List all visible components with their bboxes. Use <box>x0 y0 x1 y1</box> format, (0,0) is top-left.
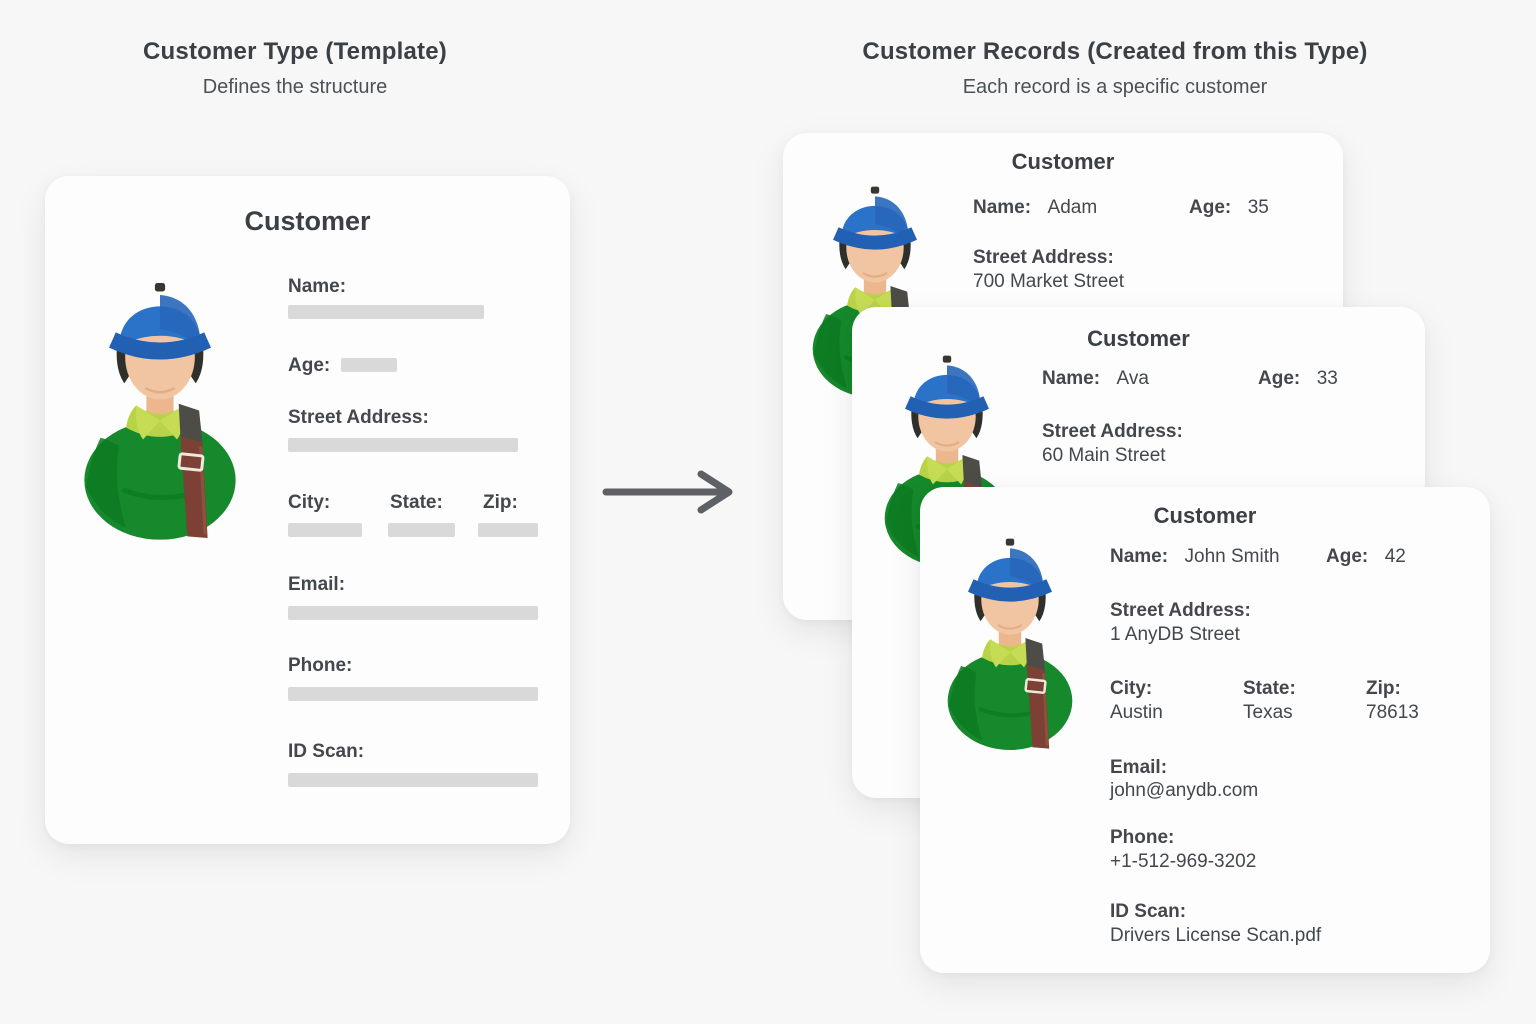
id-scan-label: ID Scan: <box>1110 901 1187 922</box>
record-fields: Name: John Smith Age: 42 Street Address:… <box>1110 487 1470 973</box>
left-section-title: Customer Type (Template) <box>143 38 447 65</box>
name-label: Name: <box>973 197 1032 218</box>
right-section-subtitle: Each record is a specific customer <box>962 76 1268 98</box>
city-placeholder-bar <box>288 523 362 537</box>
age-group: Age: 42 <box>1326 546 1406 568</box>
customer-type-template-card: Customer Name: Age: Street Address: City… <box>45 176 570 844</box>
email-label: Email: <box>1110 757 1168 778</box>
template-id-scan-label: ID Scan: <box>288 741 365 762</box>
phone-placeholder-bar <box>288 687 538 701</box>
street-value: 60 Main Street <box>1042 445 1166 466</box>
customer-record-card-john-smith: Customer Name: John Smith Age: 42 Street… <box>920 487 1490 973</box>
name-age-row: Name: Adam Age: 35 <box>973 197 1323 219</box>
template-street-label: Street Address: <box>288 407 429 428</box>
name-label: Name: <box>1042 368 1101 389</box>
left-section-subtitle: Defines the structure <box>202 76 388 98</box>
right-section-title: Customer Records (Created from this Type… <box>862 38 1368 65</box>
street-placeholder-bar <box>288 438 518 452</box>
zip-placeholder-bar <box>478 523 538 537</box>
name-label: Name: <box>1110 546 1169 567</box>
name-value: John Smith <box>1184 546 1280 567</box>
street-value: 1 AnyDB Street <box>1110 624 1240 645</box>
id-scan-value: Drivers License Scan.pdf <box>1110 925 1322 946</box>
id-scan-placeholder-bar <box>288 773 538 787</box>
age-placeholder-bar <box>341 358 397 372</box>
email-value: john@anydb.com <box>1110 780 1259 801</box>
email-placeholder-bar <box>288 606 538 620</box>
name-value: Adam <box>1047 197 1098 218</box>
age-value: 33 <box>1316 368 1338 389</box>
city-value: Austin <box>1110 702 1163 723</box>
age-value: 42 <box>1384 546 1406 567</box>
state-value: Texas <box>1243 702 1293 723</box>
age-group: Age: 35 <box>1189 197 1269 219</box>
age-label: Age: <box>1326 546 1369 567</box>
right-section-header: Customer Records (Created from this Type… <box>840 38 1390 99</box>
customer-avatar-icon <box>940 533 1080 750</box>
zip-label: Zip: <box>1366 678 1401 699</box>
record-card-title: Customer <box>1087 326 1190 351</box>
name-value: Ava <box>1116 368 1149 389</box>
age-label: Age: <box>1189 197 1232 218</box>
template-city-label: City: <box>288 492 331 513</box>
state-label: State: <box>1243 678 1296 699</box>
template-age-label: Age: <box>288 355 331 376</box>
age-value: 35 <box>1247 197 1269 218</box>
template-zip-label: Zip: <box>483 492 518 513</box>
record-fields: Name: Ava Age: 33 Street Address: 60 Mai… <box>1042 307 1405 798</box>
arrow-right-icon <box>602 470 733 514</box>
record-fields: Name: Adam Age: 35 Street Address: 700 M… <box>973 133 1323 620</box>
street-value: 700 Market Street <box>973 271 1125 292</box>
customer-avatar-icon <box>75 276 245 540</box>
record-card-title: Customer <box>1011 149 1115 174</box>
template-phone-label: Phone: <box>288 655 353 676</box>
name-age-row: Name: John Smith Age: 42 <box>1110 546 1470 568</box>
state-placeholder-bar <box>388 523 455 537</box>
city-state-zip-labels-row: City: State: Zip: <box>1110 678 1470 700</box>
name-placeholder-bar <box>288 305 484 319</box>
age-group: Age: 33 <box>1258 368 1338 390</box>
city-label: City: <box>1110 678 1153 699</box>
name-age-row: Name: Ava Age: 33 <box>1042 368 1405 390</box>
street-label: Street Address: <box>973 247 1114 268</box>
phone-value: +1-512-969-3202 <box>1110 851 1257 872</box>
left-section-header: Customer Type (Template) Defines the str… <box>30 38 560 99</box>
zip-value: 78613 <box>1366 702 1419 723</box>
template-card-title: Customer <box>244 206 371 236</box>
city-state-zip-values-row: Austin Texas 78613 <box>1110 702 1470 724</box>
phone-label: Phone: <box>1110 827 1175 848</box>
street-label: Street Address: <box>1042 421 1183 442</box>
street-label: Street Address: <box>1110 600 1251 621</box>
template-state-label: State: <box>390 492 443 513</box>
template-name-label: Name: <box>288 276 347 297</box>
record-card-title: Customer <box>1153 503 1257 528</box>
age-label: Age: <box>1258 368 1301 389</box>
template-email-label: Email: <box>288 574 346 595</box>
